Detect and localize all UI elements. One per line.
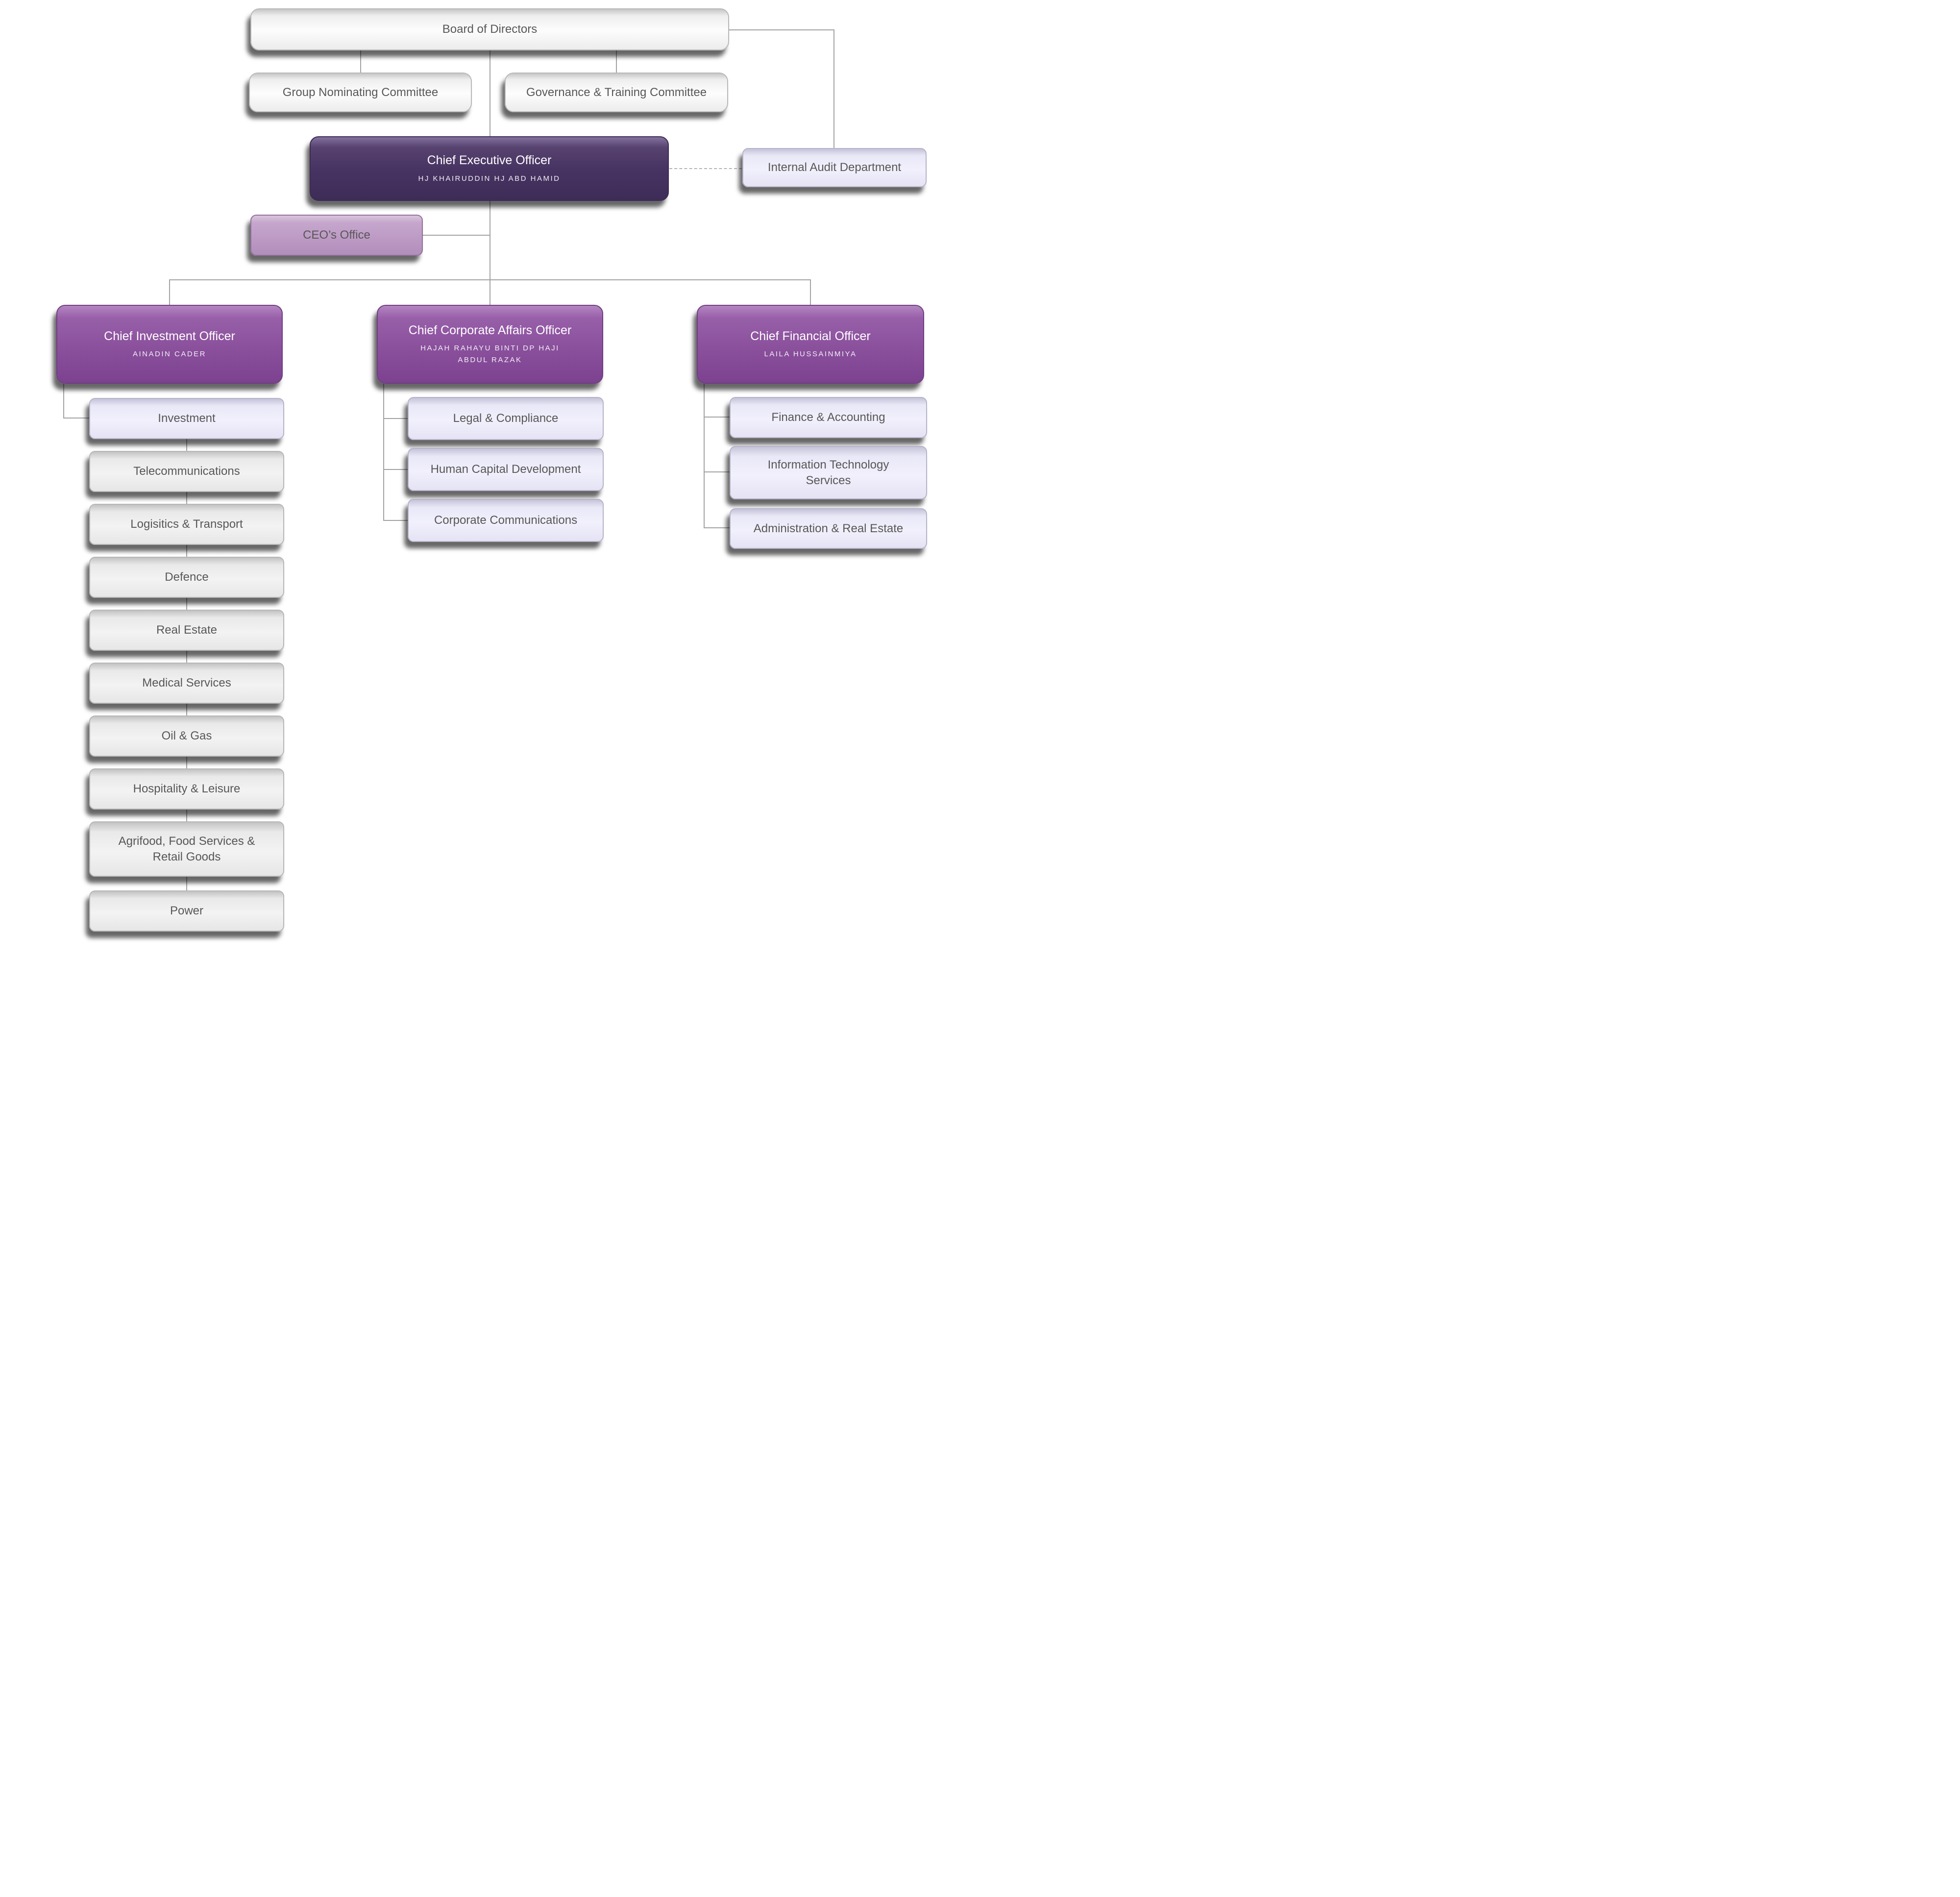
connector-inv-chain-2	[186, 492, 187, 504]
connector-ccao-spine	[383, 384, 384, 521]
connector-ccao-legal	[383, 418, 408, 419]
unit-label: Information Technology Services	[767, 458, 889, 487]
node-unit-agrifood-food-services-retail-goods: Agrifood, Food Services & Retail Goods	[89, 821, 284, 877]
unit-label: Finance & Accounting	[771, 411, 885, 424]
connector-inv-chain-3	[186, 545, 187, 557]
connector-inv-chain-1	[186, 439, 187, 451]
unit-label: Oil & Gas	[161, 729, 212, 743]
unit-label: Medical Services	[142, 676, 231, 690]
unit-label: Defence	[165, 570, 209, 584]
node-board-of-directors: Board of Directors	[250, 8, 729, 50]
node-unit-investment: Investment	[89, 398, 284, 439]
connector-ccao-corpcomm	[383, 520, 408, 521]
node-unit-medical-services: Medical Services	[89, 663, 284, 704]
connector-board-gtc	[616, 50, 617, 73]
node-group-nominating-committee: Group Nominating Committee	[249, 73, 472, 112]
connector-inv-chain-8	[186, 810, 187, 821]
chief-title: Chief Corporate Affairs Officer	[408, 323, 572, 338]
connector-cfo-its	[704, 471, 730, 472]
node-internal-audit-department: Internal Audit Department	[742, 148, 927, 187]
chief-name: HAJAH RAHAYU BINTI DP HAJI ABDUL RAZAK	[420, 344, 560, 364]
node-unit-administration-real-estate: Administration & Real Estate	[730, 508, 927, 549]
committee-label: Group Nominating Committee	[282, 85, 439, 99]
node-unit-human-capital-development: Human Capital Development	[408, 448, 604, 491]
node-unit-hospitality-leisure: Hospitality & Leisure	[89, 768, 284, 810]
unit-label: Administration & Real Estate	[753, 521, 904, 535]
connector-bus-cfo	[810, 279, 811, 305]
unit-label: Investment	[158, 412, 216, 425]
chief-title: Chief Financial Officer	[750, 329, 871, 343]
unit-label: Hospitality & Leisure	[133, 782, 241, 796]
committee-label: Governance & Training Committee	[526, 85, 707, 99]
node-unit-information-technology-services: Information Technology Services	[730, 446, 927, 499]
connector-ceo-office	[423, 235, 490, 236]
node-unit-oil-gas: Oil & Gas	[89, 715, 284, 757]
chief-title: Chief Investment Officer	[104, 329, 235, 343]
ceo-name: HJ KHAIRUDDIN HJ ABD HAMID	[418, 174, 561, 183]
org-chart: Board of Directors Group Nominating Comm…	[0, 0, 980, 949]
unit-label: Corporate Communications	[434, 514, 578, 527]
unit-label: Agrifood, Food Services & Retail Goods	[118, 835, 255, 863]
node-unit-legal-compliance: Legal & Compliance	[408, 397, 604, 440]
node-chief-investment-officer: Chief Investment Officer AINADIN CADER	[56, 305, 283, 384]
connector-inv-chain-5	[186, 651, 187, 663]
connector-ceo-internal-audit-dashed	[669, 168, 742, 169]
node-unit-power: Power	[89, 890, 284, 932]
node-ceo-office: CEO’s Office	[250, 215, 423, 256]
node-governance-training-committee: Governance & Training Committee	[505, 73, 728, 112]
node-chief-corporate-affairs-officer: Chief Corporate Affairs Officer HAJAH RA…	[377, 305, 603, 384]
chief-name: LAILA HUSSAINMIYA	[764, 350, 857, 358]
unit-label: Logisitics & Transport	[130, 517, 243, 531]
node-chief-executive-officer: Chief Executive Officer HJ KHAIRUDDIN HJ…	[310, 136, 669, 201]
connector-inv-chain-7	[186, 757, 187, 768]
connector-inv-chain-6	[186, 704, 187, 715]
node-unit-corporate-communications: Corporate Communications	[408, 499, 604, 542]
ceo-title: Chief Executive Officer	[427, 153, 552, 168]
connector-board-gnc	[360, 50, 361, 73]
connector-board-internal-audit	[833, 29, 834, 148]
connector-inv-chain-9	[186, 877, 187, 890]
connector-bus-cio	[169, 279, 170, 305]
node-unit-telecommunications: Telecommunications	[89, 451, 284, 492]
unit-label: Human Capital Development	[430, 463, 581, 476]
connector-board-right	[729, 29, 834, 30]
connector-ccao-hcd	[383, 469, 408, 470]
node-unit-defence: Defence	[89, 557, 284, 598]
connector-cfo-fa	[704, 417, 730, 418]
chief-name: AINADIN CADER	[132, 350, 207, 358]
unit-label: Power	[170, 904, 204, 918]
unit-label: Telecommunications	[133, 465, 240, 478]
connector-inv-chain-4	[186, 598, 187, 610]
unit-label: Legal & Compliance	[453, 412, 559, 425]
connector-cfo-spine	[704, 384, 705, 528]
node-unit-logistics-transport: Logisitics & Transport	[89, 504, 284, 545]
board-label: Board of Directors	[442, 23, 538, 36]
connector-cio-investment	[63, 418, 89, 419]
ceo-office-label: CEO’s Office	[303, 228, 370, 242]
connector-cfo-admin	[704, 527, 730, 528]
unit-label: Real Estate	[156, 623, 218, 637]
node-unit-finance-accounting: Finance & Accounting	[730, 397, 927, 438]
internal-audit-label: Internal Audit Department	[767, 161, 902, 174]
connector-cio-spine	[63, 384, 64, 419]
node-chief-financial-officer: Chief Financial Officer LAILA HUSSAINMIY…	[697, 305, 924, 384]
node-unit-real-estate: Real Estate	[89, 610, 284, 651]
